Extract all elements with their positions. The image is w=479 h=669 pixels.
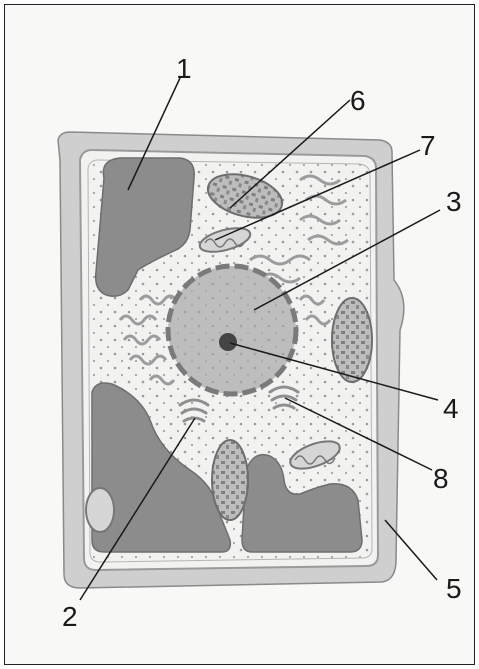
chloroplast: [212, 440, 248, 520]
chloroplast: [332, 298, 372, 382]
label-4: 4: [443, 393, 459, 424]
label-8: 8: [433, 463, 449, 494]
label-6: 6: [350, 85, 366, 116]
nucleus-texture: [174, 272, 290, 388]
mitochondrion: [86, 488, 114, 532]
label-3: 3: [446, 186, 462, 217]
label-1: 1: [176, 53, 192, 84]
label-5: 5: [446, 573, 462, 604]
label-2: 2: [62, 601, 78, 632]
label-7: 7: [420, 130, 436, 161]
nucleolus: [219, 333, 237, 351]
